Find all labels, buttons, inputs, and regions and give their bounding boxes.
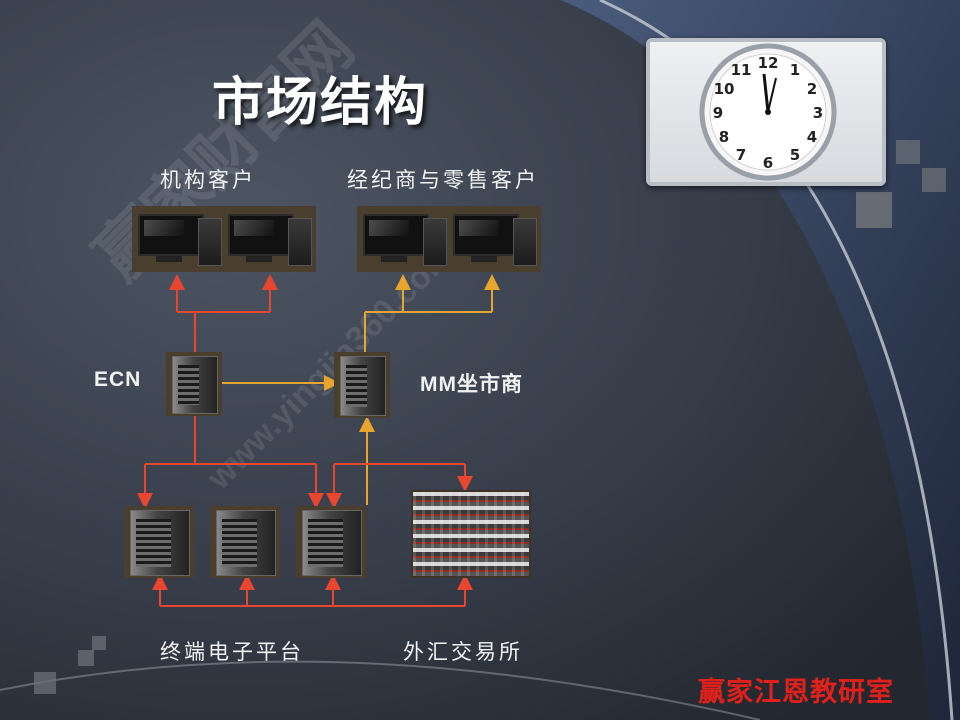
server-icon — [302, 510, 362, 576]
footer-stamp: 赢家江恩教研室 — [698, 677, 894, 708]
decor-square — [92, 636, 106, 650]
svg-text:10: 10 — [714, 80, 735, 98]
decor-square — [922, 168, 946, 192]
label-fx-exchange: 外汇交易所 — [403, 640, 523, 664]
server-icon — [130, 510, 190, 576]
server-icon — [172, 356, 218, 414]
server-icon — [216, 510, 276, 576]
decor-square — [78, 650, 94, 666]
trading-floor-image — [411, 490, 531, 578]
mm-server-box — [334, 352, 390, 418]
label-electronic-platforms: 终端电子平台 — [160, 640, 304, 664]
slide-title: 市场结构 — [212, 73, 429, 133]
decor-square — [34, 672, 56, 694]
label-institutional-clients: 机构客户 — [160, 168, 256, 192]
platform-server-box — [296, 506, 366, 578]
label-market-maker: MM坐市商 — [420, 373, 523, 396]
svg-text:7: 7 — [736, 146, 746, 164]
institutional-clients-computers — [132, 206, 316, 272]
ecn-server-box — [166, 352, 222, 416]
decor-square — [896, 140, 920, 164]
svg-text:3: 3 — [813, 104, 823, 122]
svg-text:12: 12 — [758, 54, 779, 72]
svg-text:11: 11 — [731, 61, 752, 79]
svg-text:5: 5 — [790, 146, 800, 164]
svg-text:8: 8 — [719, 128, 729, 146]
clock-icon: 12 1 2 3 4 5 6 7 8 9 10 11 — [699, 43, 837, 181]
platform-server-box — [210, 506, 280, 578]
decor-square — [856, 192, 892, 228]
svg-text:1: 1 — [790, 61, 800, 79]
svg-text:4: 4 — [807, 128, 817, 146]
svg-text:2: 2 — [807, 80, 817, 98]
platform-server-box — [124, 506, 194, 578]
label-broker-retail-clients: 经纪商与零售客户 — [347, 168, 539, 192]
svg-text:9: 9 — [713, 104, 723, 122]
svg-text:6: 6 — [763, 154, 773, 172]
retail-clients-computers — [357, 206, 541, 272]
label-ecn: ECN — [94, 368, 142, 391]
server-icon — [340, 356, 386, 416]
clock-image: 12 1 2 3 4 5 6 7 8 9 10 11 — [646, 38, 886, 186]
